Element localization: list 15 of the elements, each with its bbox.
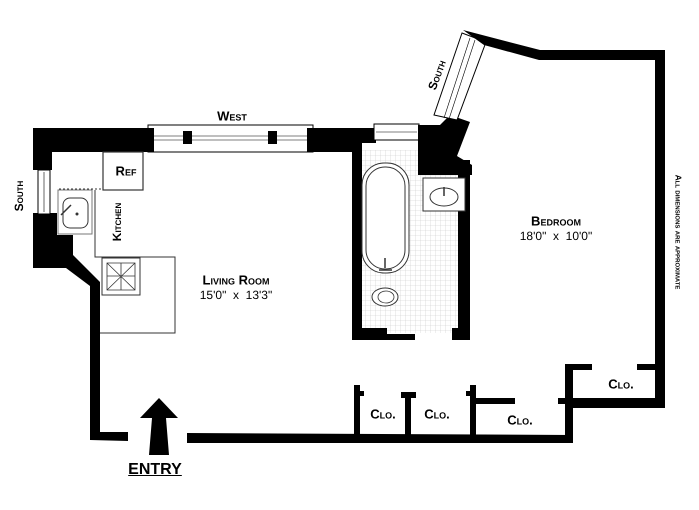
room-label: Living Room bbox=[202, 274, 270, 286]
room-dimensions: 15'0" x 13'3" bbox=[200, 289, 272, 301]
note: All dimensions are approximate bbox=[674, 174, 682, 290]
entry-label: ENTRY bbox=[128, 462, 182, 478]
appliance-label: Ref bbox=[116, 164, 136, 178]
room-label: Clo. bbox=[370, 408, 396, 420]
room-label: Clo. bbox=[608, 378, 634, 390]
room-label: Kitchen bbox=[111, 202, 123, 242]
room-dimensions: 18'0" x 10'0" bbox=[520, 230, 592, 242]
window-label: South bbox=[426, 58, 448, 92]
room-label: Clo. bbox=[424, 408, 450, 420]
room-label: Bedroom bbox=[531, 214, 581, 228]
window-label: South bbox=[13, 180, 25, 212]
room-label: Clo. bbox=[507, 414, 533, 426]
window-label: West bbox=[217, 110, 247, 122]
